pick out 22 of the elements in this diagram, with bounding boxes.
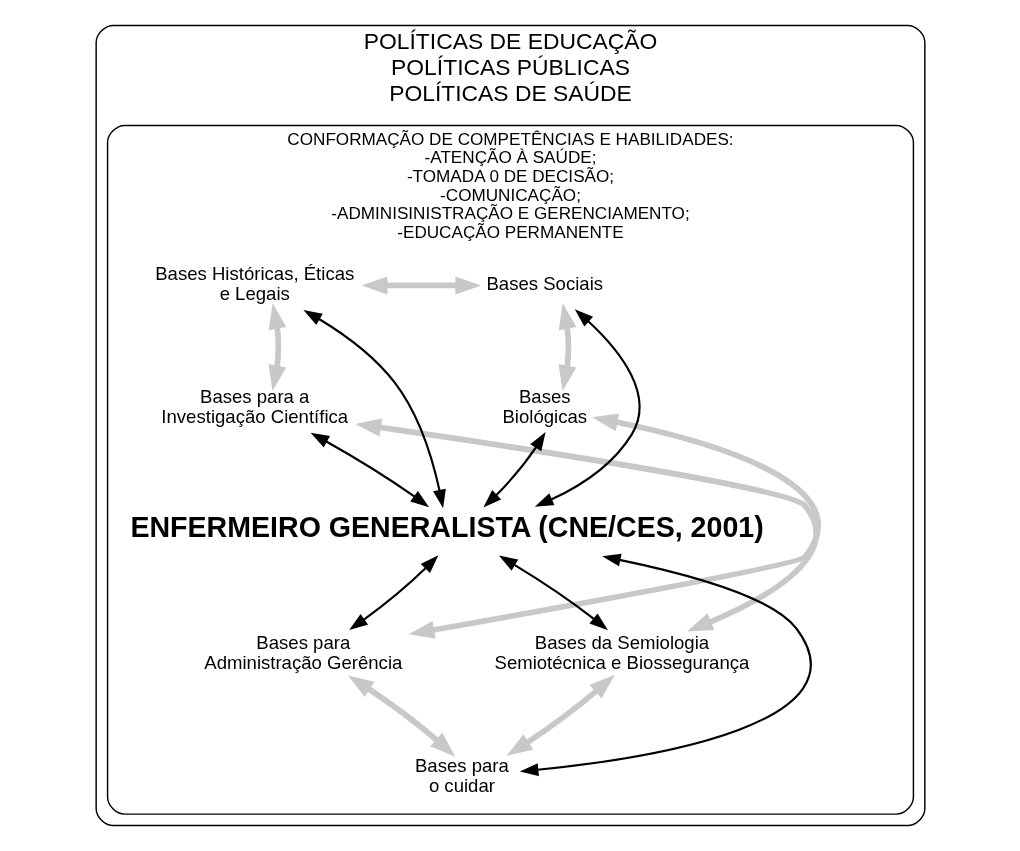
- arrow: [268, 303, 286, 391]
- node-text: Bases Biológicas: [501, 386, 587, 428]
- arrow: [310, 432, 429, 508]
- node-text: Bases para o cuidar: [414, 754, 509, 796]
- node-text: Bases para a Investigação Científica: [160, 386, 348, 428]
- arrow: [506, 674, 615, 756]
- node-text: Bases da Semiologia Semiotécnica e Biossegurança: [494, 631, 749, 673]
- arrow: [347, 675, 455, 757]
- arrow: [482, 431, 546, 508]
- node-text: Bases para Administração Gerência: [203, 631, 402, 673]
- node-text: Bases Sociais: [485, 273, 603, 295]
- arrow: [302, 309, 446, 509]
- arrow: [354, 418, 819, 632]
- node-text: Bases Históricas, Éticas e Legais: [154, 263, 354, 305]
- arrow: [534, 309, 641, 507]
- arrow: [408, 413, 820, 639]
- arrow: [558, 303, 576, 391]
- node-text: ENFERMEIRO GENERALISTA (CNE/CES, 2001): [129, 510, 764, 543]
- arrow: [361, 276, 481, 295]
- arrow: [348, 555, 438, 631]
- arrow: [519, 553, 811, 777]
- arrow: [498, 555, 608, 631]
